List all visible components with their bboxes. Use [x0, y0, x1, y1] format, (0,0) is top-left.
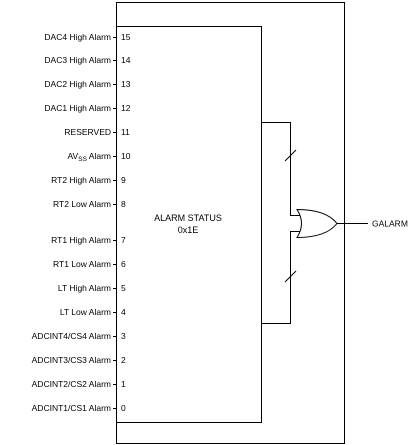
input-label: ADCINT3/CS3 Alarm [32, 355, 111, 365]
bit-number: 4 [121, 307, 126, 317]
bit-number: 9 [121, 175, 126, 185]
input-label: LT Low Alarm [60, 307, 111, 317]
input-row-bit-1: ADCINT2/CS2 Alarm 1 [32, 379, 126, 389]
bus-upper [261, 122, 302, 216]
bus-slash-upper [284, 149, 297, 162]
bit-number: 15 [121, 32, 131, 42]
input-row-bit-3: ADCINT4/CS4 Alarm 3 [32, 331, 126, 341]
input-label: RESERVED [64, 127, 111, 137]
bit-number: 1 [121, 379, 126, 389]
input-row-bit-15: DAC4 High Alarm 15 [44, 32, 130, 42]
input-label: LT High Alarm [58, 283, 111, 293]
input-row-bit-8: RT2 Low Alarm 8 [53, 199, 126, 209]
input-label: RT2 Low Alarm [53, 199, 111, 209]
input-row-bit-4: LT Low Alarm 4 [60, 307, 126, 317]
input-label: RT2 High Alarm [51, 175, 111, 185]
input-label: RT1 High Alarm [51, 235, 111, 245]
input-row-bit-10: AVSS Alarm 10 [68, 151, 131, 163]
input-label: DAC2 High Alarm [44, 79, 111, 89]
input-label: AVSS Alarm [68, 151, 111, 163]
input-label: RT1 Low Alarm [53, 259, 111, 269]
bit-number: 5 [121, 283, 126, 293]
bit-number: 2 [121, 355, 126, 365]
bit-number: 10 [121, 151, 131, 161]
alarm-status-register-block [116, 26, 262, 423]
input-label: ADCINT1/CS1 Alarm [32, 403, 111, 413]
bit-number: 12 [121, 103, 131, 113]
bit-number: 3 [121, 331, 126, 341]
input-row-bit-13: DAC2 High Alarm 13 [44, 79, 130, 89]
bus-slash-lower [284, 270, 297, 283]
bit-number: 0 [121, 403, 126, 413]
or-gate [296, 208, 338, 239]
input-row-bit-5: LT High Alarm 5 [58, 283, 126, 293]
input-label: DAC4 High Alarm [44, 32, 111, 42]
bus-lower [261, 231, 302, 324]
bit-number: 8 [121, 199, 126, 209]
input-label: DAC3 High Alarm [44, 55, 111, 65]
input-label: DAC1 High Alarm [44, 103, 111, 113]
input-label: ADCINT2/CS2 Alarm [32, 379, 111, 389]
galarm-output-label: GALARM [372, 219, 408, 229]
input-row-bit-0: ADCINT1/CS1 Alarm 0 [32, 403, 126, 413]
input-row-bit-14: DAC3 High Alarm 14 [44, 55, 130, 65]
register-title: ALARM STATUS [154, 213, 222, 223]
bit-number: 11 [121, 127, 130, 137]
input-row-bit-2: ADCINT3/CS3 Alarm 2 [32, 355, 126, 365]
input-label: ADCINT4/CS4 Alarm [32, 331, 111, 341]
register-address: 0x1E [178, 225, 199, 235]
bit-number: 13 [121, 79, 131, 89]
bit-number: 7 [121, 235, 126, 245]
input-row-bit-6: RT1 Low Alarm 6 [53, 259, 126, 269]
bit-number: 6 [121, 259, 126, 269]
input-row-bit-11: RESERVED 11 [64, 127, 130, 137]
input-row-bit-9: RT2 High Alarm 9 [51, 175, 126, 185]
input-row-bit-12: DAC1 High Alarm 12 [44, 103, 130, 113]
input-row-bit-7: RT1 High Alarm 7 [51, 235, 126, 245]
bit-number: 14 [121, 55, 131, 65]
